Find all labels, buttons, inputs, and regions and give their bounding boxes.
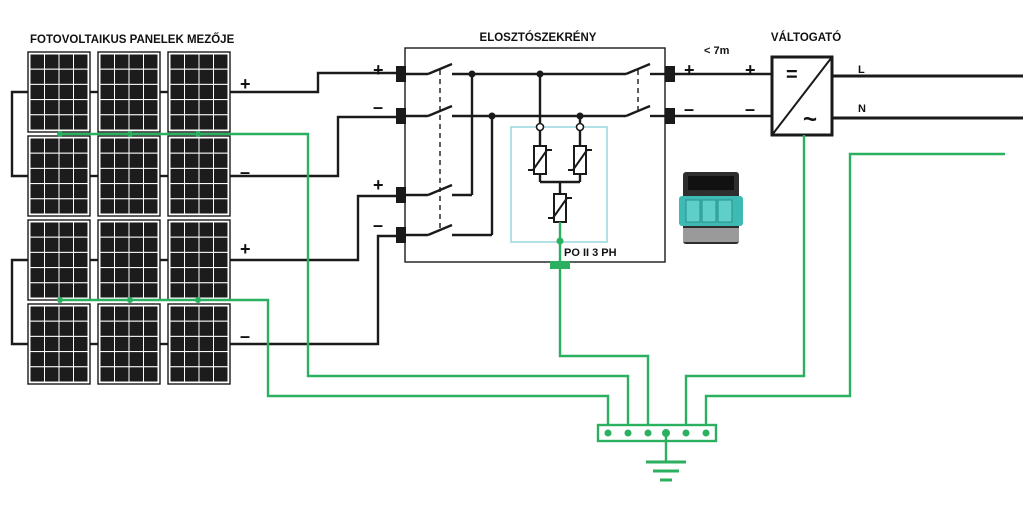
box-in1-minus-sign: – (373, 97, 383, 117)
inverter-in-minus-sign: – (745, 99, 755, 119)
ac-line-l-label: L (858, 64, 865, 76)
box-in2-plus-sign: + (373, 175, 384, 195)
pv-field-title: FOTOVOLTAIKUS PANELEK MEZŐJE (30, 33, 235, 46)
box-in2-minus-sign: – (373, 215, 383, 235)
spd-earth-terminal (550, 261, 570, 269)
main-earth-bar (596, 423, 718, 443)
distribution-box-title: ELOSZTÓSZEKRÉNY (480, 31, 597, 44)
inverter-dc-symbol: = (786, 64, 798, 86)
string1-plus-sign: + (240, 74, 251, 94)
pv-panel (27, 135, 91, 217)
pv-panel (97, 303, 161, 385)
string1-minus-sign: – (240, 162, 250, 182)
pv-panel (167, 303, 231, 385)
box-terminals (396, 66, 675, 243)
box-out-plus-sign: + (684, 60, 695, 80)
ground-icon (646, 433, 686, 482)
inverter-ac-symbol: ~ (803, 106, 817, 133)
distance-label: < 7m (704, 45, 730, 57)
box-in1-plus-sign: + (373, 60, 384, 80)
spd-device-illustration (679, 172, 743, 244)
earthing-conductors (230, 132, 1005, 433)
string2-minus-sign: – (240, 326, 250, 346)
pv-panel (27, 51, 91, 133)
pv-panel (167, 135, 231, 217)
dc-output-cables (675, 72, 772, 118)
inverter-in-plus-sign: + (745, 60, 756, 80)
ac-output-lines (832, 74, 1023, 120)
dc-string-cables (230, 71, 398, 346)
pv-panel (27, 303, 91, 385)
pv-panel-array (27, 51, 231, 385)
pv-panel (167, 51, 231, 133)
ac-line-n-label: N (858, 103, 866, 115)
pv-panel (27, 219, 91, 301)
inverter-symbol: = ~ (770, 55, 834, 137)
pv-panel (97, 135, 161, 217)
spd-model-label: PO II 3 PH (564, 247, 617, 259)
panel-frame-earth-bonds (57, 131, 230, 303)
pv-panel (97, 219, 161, 301)
pv-panel (167, 219, 231, 301)
string2-plus-sign: + (240, 239, 251, 259)
pv-panel (97, 51, 161, 133)
box-out-minus-sign: – (684, 99, 694, 119)
inverter-title: VÁLTOGATÓ (771, 31, 841, 44)
varistor-network (528, 70, 592, 262)
string-loop-wires (10, 90, 168, 346)
